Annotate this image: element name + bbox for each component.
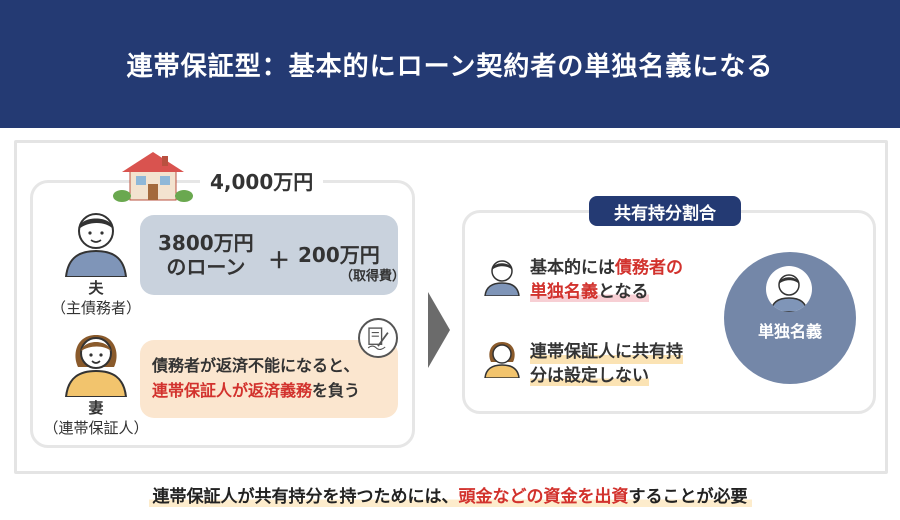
responsibility-highlight: 連帯保証人が返済義務 — [152, 381, 313, 400]
header-banner: 連帯保証型：基本的にローン契約者の単独名義になる — [0, 0, 900, 128]
point1-line2: 単独名義となる — [530, 280, 683, 304]
chevron-right-arrow-icon — [428, 292, 450, 368]
point-guarantor: 連帯保証人に共有持 分は設定しない — [530, 340, 683, 388]
house-icon — [113, 152, 193, 202]
footer-highlight: 頭金などの資金を出資 — [458, 487, 629, 507]
wife-name: 妻 — [88, 399, 104, 417]
point2-line2-wrap: 分は設定しない — [530, 364, 683, 388]
point2-line1: 連帯保証人に共有持 — [530, 340, 683, 364]
sole-ownership-label: 単独名義 — [757, 322, 822, 341]
point2-line2: 分は設定しない — [530, 366, 649, 386]
husband-role: （主債務者） — [50, 299, 141, 317]
footer-note: 連帯保証人が共有持分を持つためには、頭金などの資金を出資することが必要 — [0, 482, 900, 507]
wife-role: （連帯保証人） — [43, 419, 149, 437]
footer-post: することが必要 — [628, 487, 748, 507]
responsibility-box: 債務者が返済不能になると、 連帯保証人が返済義務を負う — [140, 340, 398, 418]
point1-line1: 基本的には債務者の — [530, 256, 683, 280]
husband-label: 夫 （主債務者） — [46, 278, 146, 318]
responsibility-line2: 連帯保証人が返済義務を負う — [152, 378, 360, 403]
point1-red1: 債務者の — [615, 258, 683, 278]
acquisition-fee-note: （取得費） — [340, 269, 406, 284]
husband-avatar-icon — [64, 213, 128, 277]
responsibility-text: 債務者が返済不能になると、 連帯保証人が返済義務を負う — [152, 353, 360, 403]
responsibility-line1: 債務者が返済不能になると、 — [152, 356, 360, 375]
plus-sign: ＋ — [268, 249, 291, 274]
page-title: 連帯保証型：基本的にローン契約者の単独名義になる — [126, 51, 774, 82]
point1-red2: 単独名義 — [530, 282, 598, 302]
loan-amount-suffix: のローン — [166, 255, 246, 279]
responsibility-suffix: を負う — [312, 381, 361, 400]
acquisition-fee: 200万円 — [298, 243, 380, 267]
point1-pre: 基本的には — [530, 258, 615, 278]
ownership-ratio-badge: 共有持分割合 — [589, 196, 741, 226]
loan-amount-value: 3800万円 — [158, 231, 254, 255]
signature-document-icon — [358, 318, 398, 358]
husband-mini-icon — [484, 260, 520, 296]
point1-post: となる — [598, 282, 649, 302]
wife-label: 妻 （連帯保証人） — [40, 398, 152, 438]
property-price: 4,000万円 — [200, 166, 324, 195]
wife-mini-icon — [484, 342, 520, 378]
husband-name: 夫 — [88, 279, 104, 297]
wife-avatar-icon — [64, 335, 128, 397]
loan-amount: 3800万円 のローン — [158, 231, 254, 279]
loan-box: 3800万円 のローン ＋ 200万円 （取得費） — [140, 215, 405, 295]
footer-pre: 連帯保証人が共有持分を持つためには、 — [152, 487, 459, 507]
point-primary-debtor: 基本的には債務者の 単独名義となる — [530, 256, 683, 304]
footer-line: 連帯保証人が共有持分を持つためには、頭金などの資金を出資することが必要 — [148, 482, 752, 507]
sole-owner-avatar-icon — [766, 266, 812, 312]
